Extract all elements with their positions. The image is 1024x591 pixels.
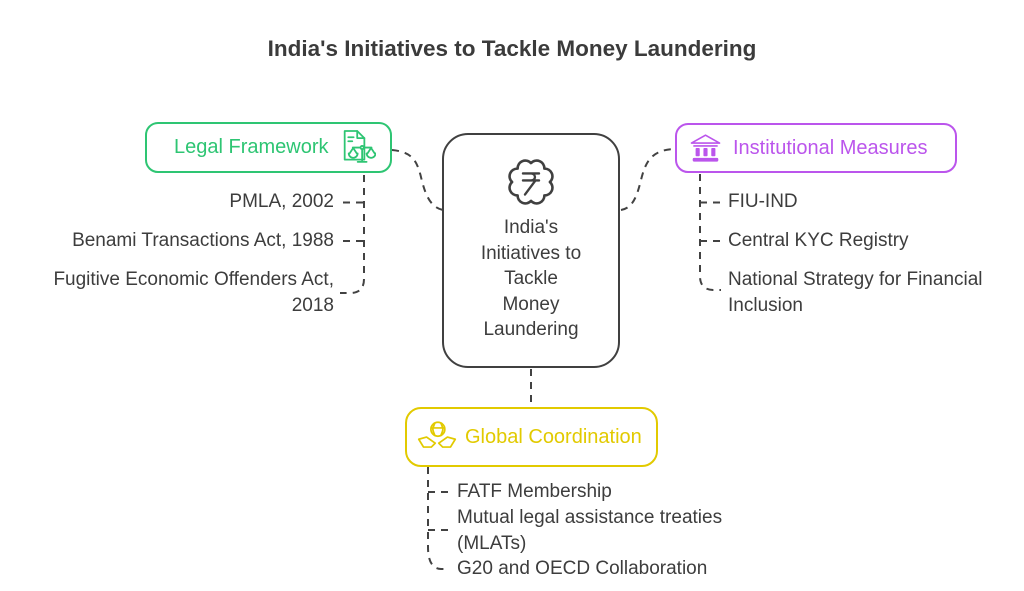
list-item-fugitive-offenders-act: Fugitive Economic Offenders Act, 2018 xyxy=(53,269,334,316)
center-node-label: India's Initiatives to Tackle Money Laun… xyxy=(480,217,582,340)
global-coordination-label: Global Coordination xyxy=(465,425,642,448)
list-item-pmla: PMLA, 2002 xyxy=(229,191,334,212)
list-item-national-strategy: National Strategy for Financial Inclusio… xyxy=(728,269,983,316)
list-item-g20-oecd: G20 and OECD Collaboration xyxy=(457,558,708,579)
institutional-measures-node: Institutional Measures xyxy=(675,123,957,173)
document-scales-icon xyxy=(343,129,376,163)
list-item-benami-act: Benami Transactions Act, 1988 xyxy=(72,230,334,251)
list-item-central-kyc-registry: Central KYC Registry xyxy=(728,230,909,251)
connector-institutional-items xyxy=(699,174,721,291)
connector-legal-to-center xyxy=(391,149,444,211)
connector-center-to-institutional xyxy=(620,148,675,211)
connector-legal-items xyxy=(340,175,365,294)
legal-framework-label: Legal Framework xyxy=(174,136,329,158)
legal-framework-node: Legal Framework xyxy=(145,122,392,173)
bank-icon xyxy=(690,134,721,162)
list-item-fatf-membership: FATF Membership xyxy=(457,481,612,502)
handshake-globe-icon xyxy=(417,420,457,448)
global-coordination-node: Global Coordination xyxy=(405,407,658,467)
diagram-title: India's Initiatives to Tackle Money Laun… xyxy=(267,36,757,61)
list-item-fiu-ind: FIU-IND xyxy=(728,191,798,212)
center-node: India's Initiatives to Tackle Money Laun… xyxy=(442,133,620,368)
connector-global-items xyxy=(427,467,448,570)
institutional-measures-label: Institutional Measures xyxy=(733,136,928,159)
list-item-mlats: Mutual legal assistance treaties (MLATs) xyxy=(457,507,723,554)
rupee-badge-icon xyxy=(508,159,554,205)
